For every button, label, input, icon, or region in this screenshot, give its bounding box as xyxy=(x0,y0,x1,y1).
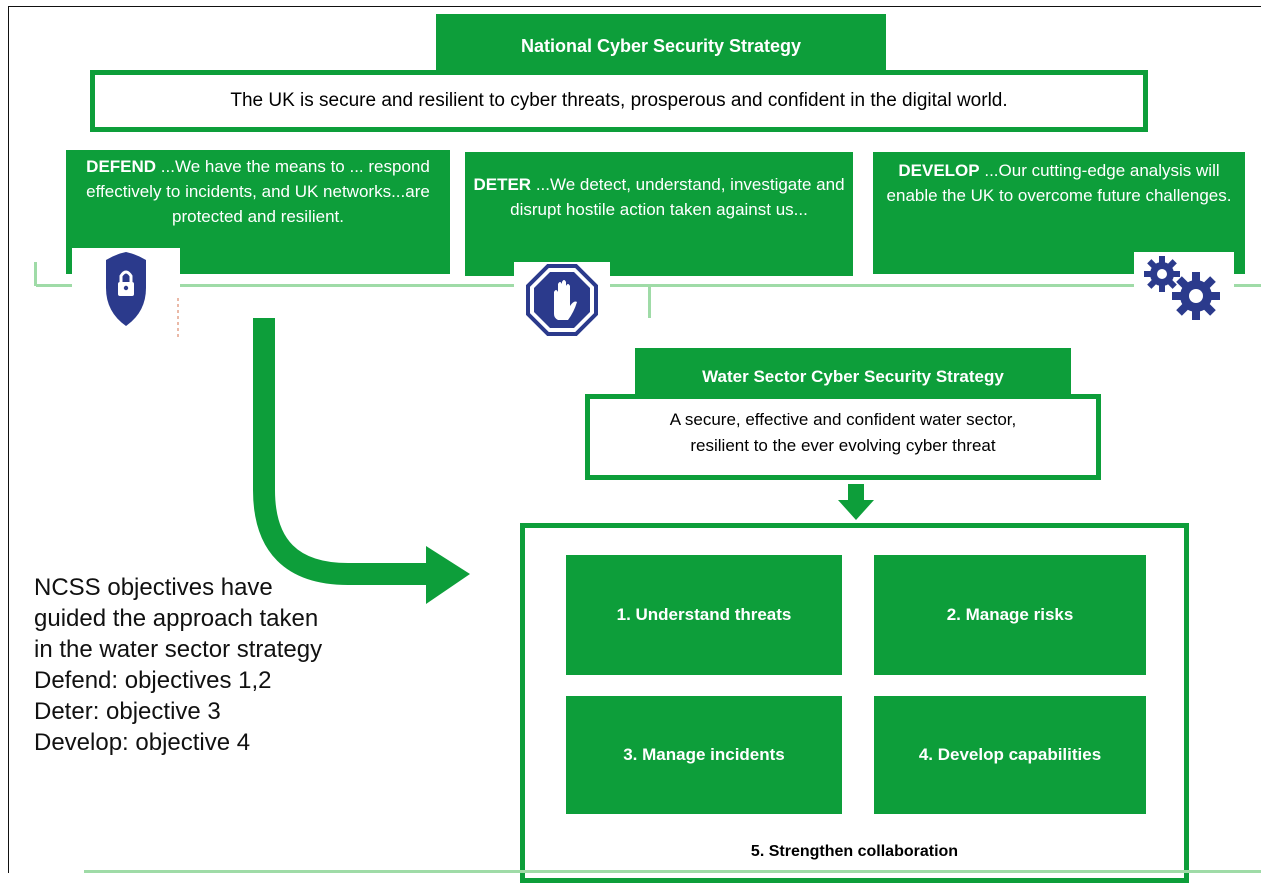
ncss-title: National Cyber Security Strategy xyxy=(436,14,886,78)
bottom-line xyxy=(84,870,1261,873)
pillar-deter-key: DETER xyxy=(473,175,532,194)
frame-left-edge xyxy=(0,0,9,873)
curved-arrow xyxy=(253,318,470,604)
pillar-deter: DETER ...We detect, understand, investig… xyxy=(465,152,853,276)
stop-hand-icon xyxy=(514,262,610,344)
note-line: Defend: objectives 1,2 xyxy=(34,667,272,694)
gears-icon xyxy=(1134,252,1234,328)
note-line: NCSS objectives have xyxy=(34,574,273,601)
objective-3: 3. Manage incidents xyxy=(566,696,842,814)
collaboration-label: 5. Strengthen collaboration xyxy=(750,843,959,860)
note-line: in the water sector strategy xyxy=(34,636,323,663)
shield-lock-icon xyxy=(72,248,180,340)
objective-1: 1. Understand threats xyxy=(566,555,842,675)
pillar-defend-key: DEFEND xyxy=(86,157,157,176)
timeline-mid-tick xyxy=(648,286,651,318)
water-vision-line1: A secure, effective and confident water … xyxy=(669,410,1017,429)
pillar-develop-key: DEVELOP xyxy=(898,161,980,180)
pillar-deter-text: ...We detect, understand, investigate an… xyxy=(510,175,845,219)
note-line: guided the approach taken xyxy=(34,605,319,632)
note-line: Develop: objective 4 xyxy=(34,729,251,756)
frame-top-edge xyxy=(8,0,1261,7)
ncss-objectives-note: NCSS objectives have guided the approach… xyxy=(34,572,454,758)
objective-2: 2. Manage risks xyxy=(874,555,1146,675)
down-arrow xyxy=(838,484,874,520)
pillar-develop-text: ...Our cutting-edge analysis will enable… xyxy=(886,161,1232,205)
water-vision: A secure, effective and confident water … xyxy=(585,394,1101,480)
water-vision-line2: resilient to the ever evolving cyber thr… xyxy=(690,436,996,455)
objective-4: 4. Develop capabilities xyxy=(874,696,1146,814)
pillar-defend-text: ...We have the means to ... respond effe… xyxy=(86,157,430,226)
note-line: Deter: objective 3 xyxy=(34,698,221,725)
ncss-vision: The UK is secure and resilient to cyber … xyxy=(90,70,1148,132)
timeline-line xyxy=(36,284,1261,287)
timeline-start-tick xyxy=(34,262,37,286)
